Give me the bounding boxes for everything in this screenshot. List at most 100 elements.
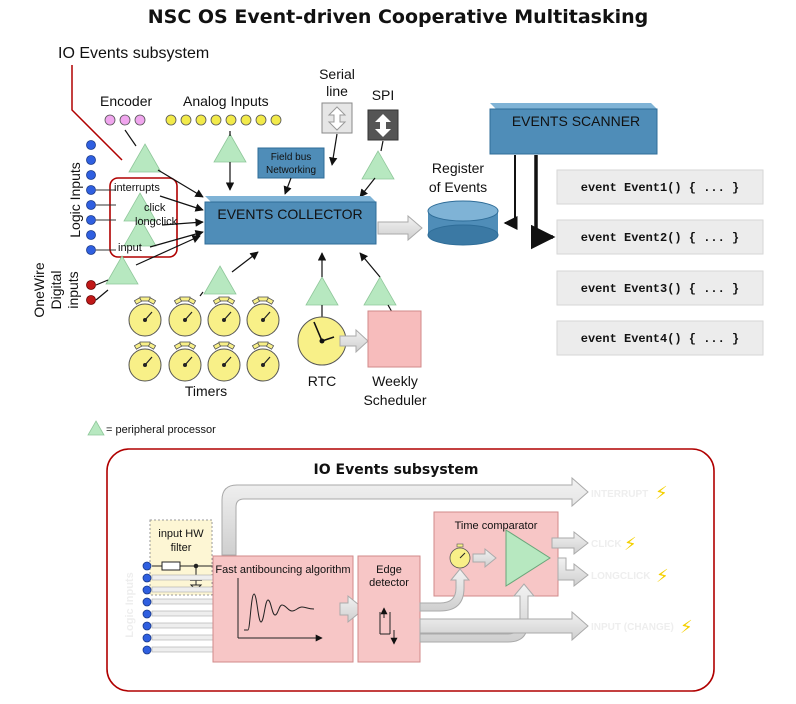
event-list: event Event1() { ... } event Event2() { … — [556, 169, 764, 356]
input-label: input — [118, 242, 142, 254]
encoder-dots — [104, 114, 146, 126]
timers-processor-triangle — [203, 265, 237, 295]
timers-label: Timers — [185, 383, 227, 399]
longclick-output-arrow — [557, 557, 589, 588]
hw-filter-box — [149, 519, 213, 596]
comparator-timer-icon — [449, 543, 471, 569]
rtc-label: RTC — [308, 373, 337, 389]
edge-to-timer-arrow — [419, 568, 471, 612]
weekly-label-1: Weekly — [372, 373, 418, 389]
weekly-label-2: Scheduler — [363, 392, 426, 408]
events-collector-box: EVENTS COLLECTOR — [204, 196, 377, 245]
click-label: click — [144, 202, 166, 214]
rtc-clock-icon — [297, 316, 347, 366]
timer-icon — [246, 296, 280, 337]
events-scanner-box: EVENTS SCANNER — [489, 103, 658, 155]
onewire-dots — [86, 280, 96, 305]
io-subsystem-box — [109, 177, 178, 258]
timer-icon — [128, 341, 162, 382]
antibounce-waveform — [237, 578, 323, 642]
legend-triangle — [87, 420, 105, 436]
input-change-output-arrow — [419, 610, 589, 642]
comparator-amplifier — [505, 529, 551, 587]
onewire-label-3: inputs — [65, 271, 81, 308]
svg-text:event Event3() { ... }: event Event3() { ... } — [581, 282, 739, 296]
interrupt-lightning-icon: ⚡ — [655, 483, 668, 504]
page-title: NSC OS Event-driven Cooperative Multitas… — [148, 6, 648, 28]
analog-inputs-label: Analog Inputs — [183, 93, 269, 109]
event-box: event Event4() { ... } — [556, 320, 764, 356]
onewire-label-2: Digital — [48, 271, 64, 310]
click-label: CLICK — [591, 539, 622, 550]
collector-to-register-arrow — [377, 214, 423, 242]
timer-icon — [207, 296, 241, 337]
io-box-out-arrows — [149, 195, 204, 248]
antibounce-to-edge-arrow — [339, 594, 365, 624]
event-box: event Event2() { ... } — [556, 219, 764, 255]
timer-icon — [207, 341, 241, 382]
io-subsystem-pointer — [71, 65, 123, 161]
detail-logic-inputs-label: Logic Inputs — [124, 572, 136, 637]
rtc-processor-triangle — [305, 276, 339, 306]
time-comparator-label: Time comparator — [455, 520, 538, 532]
input-change-label: INPUT (CHANGE) — [591, 622, 674, 633]
edge-label-2: detector — [369, 577, 409, 589]
register-cylinder — [427, 200, 499, 246]
event-box: event Event1() { ... } — [556, 169, 764, 205]
timers-group — [128, 296, 280, 382]
detail-title: IO Events subsystem — [314, 462, 479, 478]
edge-waveform — [379, 607, 398, 645]
antibounce-block — [212, 555, 354, 663]
spi-processor-triangle — [361, 150, 395, 180]
scanner-arrows — [503, 155, 556, 250]
encoder-label: Encoder — [100, 93, 152, 109]
analog-processor-triangle — [213, 133, 247, 163]
serial-label-1: Serial — [319, 66, 355, 82]
detail-input-buses — [151, 574, 216, 653]
encoder-processor-triangle — [128, 143, 162, 173]
spi-label: SPI — [372, 87, 395, 103]
collector-input-arrows — [95, 129, 393, 318]
svg-text:event Event4() { ... }: event Event4() { ... } — [581, 332, 739, 346]
scheduler-processor-triangle — [363, 276, 397, 306]
register-label-1: Register — [432, 160, 484, 176]
onewire-processor-triangle — [105, 255, 139, 285]
svg-text:Networking: Networking — [266, 165, 316, 176]
timer-icon — [168, 341, 202, 382]
serial-icon — [321, 102, 353, 134]
svg-text:Field bus: Field bus — [271, 152, 312, 163]
longclick-lightning-icon: ⚡ — [656, 566, 669, 587]
longclick-label: LONGCLICK — [591, 571, 651, 582]
svg-text:EVENTS COLLECTOR: EVENTS COLLECTOR — [217, 206, 362, 222]
input-change-lightning-icon: ⚡ — [680, 617, 693, 638]
hw-filter-label-2: filter — [171, 542, 192, 554]
svg-text:EVENTS SCANNER: EVENTS SCANNER — [512, 113, 640, 129]
onewire-label-1: OneWire — [31, 262, 47, 317]
click-lightning-icon: ⚡ — [624, 534, 637, 555]
timer-icon — [168, 296, 202, 337]
antibounce-label: Fast antibouncing algorithm — [215, 564, 350, 576]
edge-label-1: Edge — [376, 564, 402, 576]
logic-inputs-label: Logic Inputs — [67, 162, 83, 238]
spi-icon — [367, 109, 399, 141]
io-box-internal-lines — [96, 189, 116, 251]
event-box: event Event3() { ... } — [556, 270, 764, 306]
interrupt-output-arrow — [221, 476, 589, 556]
analog-dots — [165, 114, 282, 126]
svg-text:event Event1() { ... }: event Event1() { ... } — [581, 181, 739, 195]
detail-input-dots — [142, 561, 152, 655]
interrupt-label: INTERRUPT — [591, 489, 648, 500]
fieldbus-box: Field bus Networking — [257, 147, 325, 179]
register-label-2: of Events — [429, 179, 487, 195]
interrupts-label: interrupts — [114, 182, 160, 194]
longclick-label: longclick — [135, 216, 178, 228]
detail-frame — [106, 448, 715, 692]
logic-input-dots — [86, 140, 96, 255]
rtc-to-scheduler-arrow — [339, 328, 369, 354]
serial-label-2: line — [326, 83, 348, 99]
timer-icon — [128, 296, 162, 337]
timer-icon — [246, 341, 280, 382]
weekly-scheduler-box — [367, 310, 422, 368]
